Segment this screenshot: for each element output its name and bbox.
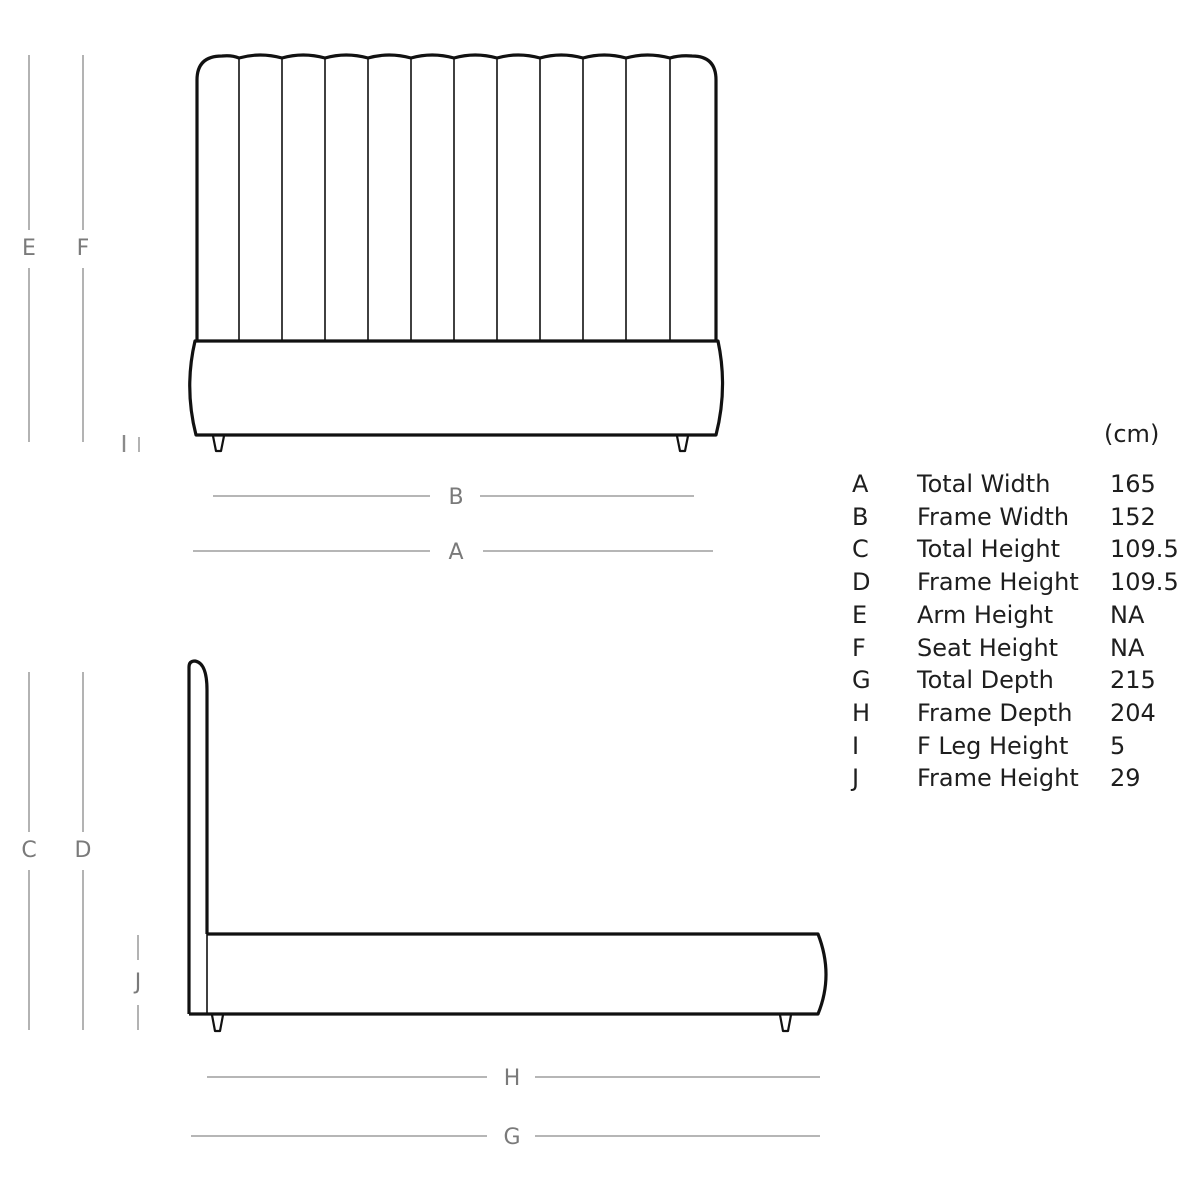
front-view: [188, 53, 725, 453]
spec-value: 165: [1110, 470, 1156, 498]
unit-label: (cm): [1104, 420, 1160, 448]
spec-code: C: [852, 535, 869, 564]
leg-right: [675, 435, 690, 453]
spec-code: E: [852, 600, 868, 629]
dimension-I: [122, 435, 140, 452]
spec-value: 109.5: [1110, 535, 1179, 564]
spec-name: Total Depth: [917, 666, 1054, 695]
label-A: A: [448, 540, 463, 565]
spec-name: Frame Height: [917, 764, 1079, 793]
spec-code: J: [852, 764, 860, 793]
dimension-A: A: [193, 540, 713, 565]
dimension-F: F: [77, 55, 90, 442]
label-F: F: [77, 236, 90, 261]
spec-code: D: [852, 568, 871, 597]
spec-code: A: [852, 470, 869, 498]
dimension-C: C: [21, 672, 37, 1030]
side-base-outline: [189, 932, 828, 1016]
spec-value: 204: [1110, 698, 1156, 727]
dimension-G: G: [191, 1125, 820, 1150]
spec-name: F Leg Height: [917, 731, 1069, 760]
spec-name: Total Width: [917, 470, 1051, 498]
spec-name: Seat Height: [917, 633, 1059, 662]
spec-name: Arm Height: [917, 600, 1054, 629]
spec-name: Frame Height: [917, 568, 1079, 597]
headboard-channels: [238, 58, 671, 341]
side-headboard-outline: [187, 659, 209, 1014]
leg-left: [211, 435, 226, 453]
label-C: C: [21, 838, 36, 863]
spec-name: Total Height: [917, 535, 1061, 564]
dimension-E: E: [22, 55, 36, 442]
dimension-B: B: [213, 485, 694, 510]
spec-value: NA: [1110, 633, 1145, 662]
spec-value: 109.5: [1110, 568, 1179, 597]
label-J: J: [133, 970, 142, 995]
label-G: G: [503, 1125, 520, 1150]
spec-name: Frame Depth: [917, 698, 1073, 727]
dimension-H: H: [207, 1066, 820, 1091]
spec-value: 5: [1110, 731, 1126, 760]
spec-code: F: [852, 633, 866, 662]
label-H: H: [504, 1066, 521, 1091]
spec-value: 215: [1110, 666, 1156, 695]
headboard-outline: [195, 53, 718, 341]
spec-value: NA: [1110, 600, 1145, 629]
side-leg-right: [778, 1014, 793, 1033]
spec-value: 152: [1110, 502, 1156, 531]
spec-name: Frame Width: [917, 502, 1070, 531]
label-D: D: [75, 838, 92, 863]
spec-code: B: [852, 502, 869, 531]
spec-code: G: [852, 666, 871, 695]
spec-value: 29: [1110, 764, 1141, 793]
base-outline: [188, 339, 725, 437]
side-leg-left: [210, 1014, 225, 1033]
label-E: E: [22, 236, 36, 261]
side-view: [187, 659, 828, 1033]
spec-code: I: [852, 731, 860, 760]
dimension-J: J: [133, 935, 142, 1030]
dimension-D: D: [75, 672, 92, 1030]
label-B: B: [448, 485, 463, 510]
spec-code: H: [852, 698, 871, 727]
